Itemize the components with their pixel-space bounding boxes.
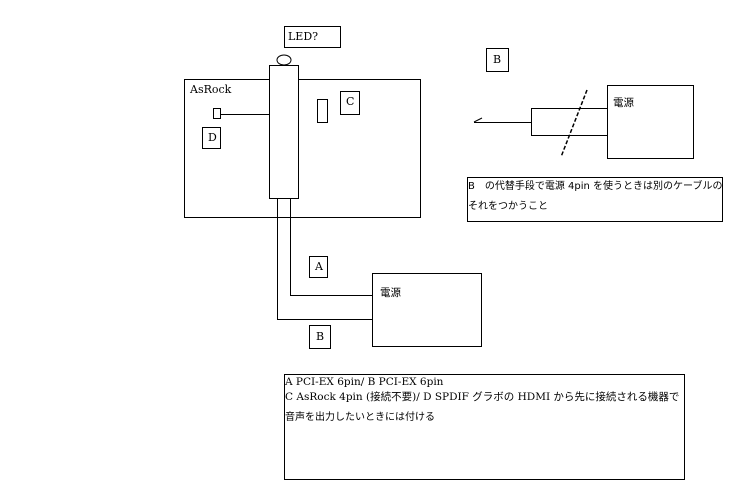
c-label: C bbox=[346, 95, 355, 108]
a-label-box: A bbox=[309, 256, 328, 278]
psu-lower bbox=[372, 273, 482, 347]
a-label: A bbox=[315, 260, 323, 273]
c-label-box: C bbox=[340, 91, 360, 115]
d-label: D bbox=[208, 131, 217, 144]
d-label-box: D bbox=[202, 127, 221, 149]
asrock-board bbox=[184, 79, 421, 218]
b-right-label-box: B bbox=[486, 48, 509, 72]
right-note-line1: B の代替手段で電源 4pin を使うときは別のケーブルの bbox=[468, 181, 723, 192]
b-lower-label-box: B bbox=[309, 325, 331, 349]
cable-b bbox=[277, 198, 372, 320]
right-note-line2: それをつかうこと bbox=[468, 201, 548, 212]
spdif-connector bbox=[213, 108, 221, 119]
cable-a bbox=[290, 198, 372, 296]
connector-4pin bbox=[531, 108, 608, 136]
b-lower-label: B bbox=[316, 330, 325, 343]
psu-lower-label: 電源 bbox=[380, 287, 401, 299]
bottom-note-line1: A PCI-EX 6pin/ B PCI-EX 6pin bbox=[285, 376, 444, 388]
asrock-4pin-connector bbox=[317, 99, 328, 123]
bottom-note-box: A PCI-EX 6pin/ B PCI-EX 6pin C AsRock 4p… bbox=[284, 374, 685, 480]
bottom-note-line3: 音声を出力したいときには付ける bbox=[285, 412, 435, 423]
bottom-note-line2: C AsRock 4pin (接続不要)/ D SPDIF グラボの HDMI … bbox=[285, 391, 680, 403]
graphics-card bbox=[269, 65, 299, 199]
led bbox=[276, 54, 292, 66]
right-note-box: B の代替手段で電源 4pin を使うときは別のケーブルの それをつかうこと bbox=[467, 177, 723, 222]
psu-right bbox=[607, 85, 694, 159]
asrock-label: AsRock bbox=[190, 83, 232, 96]
led-label-box: LED? bbox=[284, 26, 341, 48]
psu-right-label: 電源 bbox=[613, 97, 634, 109]
led-label: LED? bbox=[288, 30, 319, 43]
b-right-label: B bbox=[493, 53, 502, 66]
cable-tip bbox=[473, 117, 483, 123]
